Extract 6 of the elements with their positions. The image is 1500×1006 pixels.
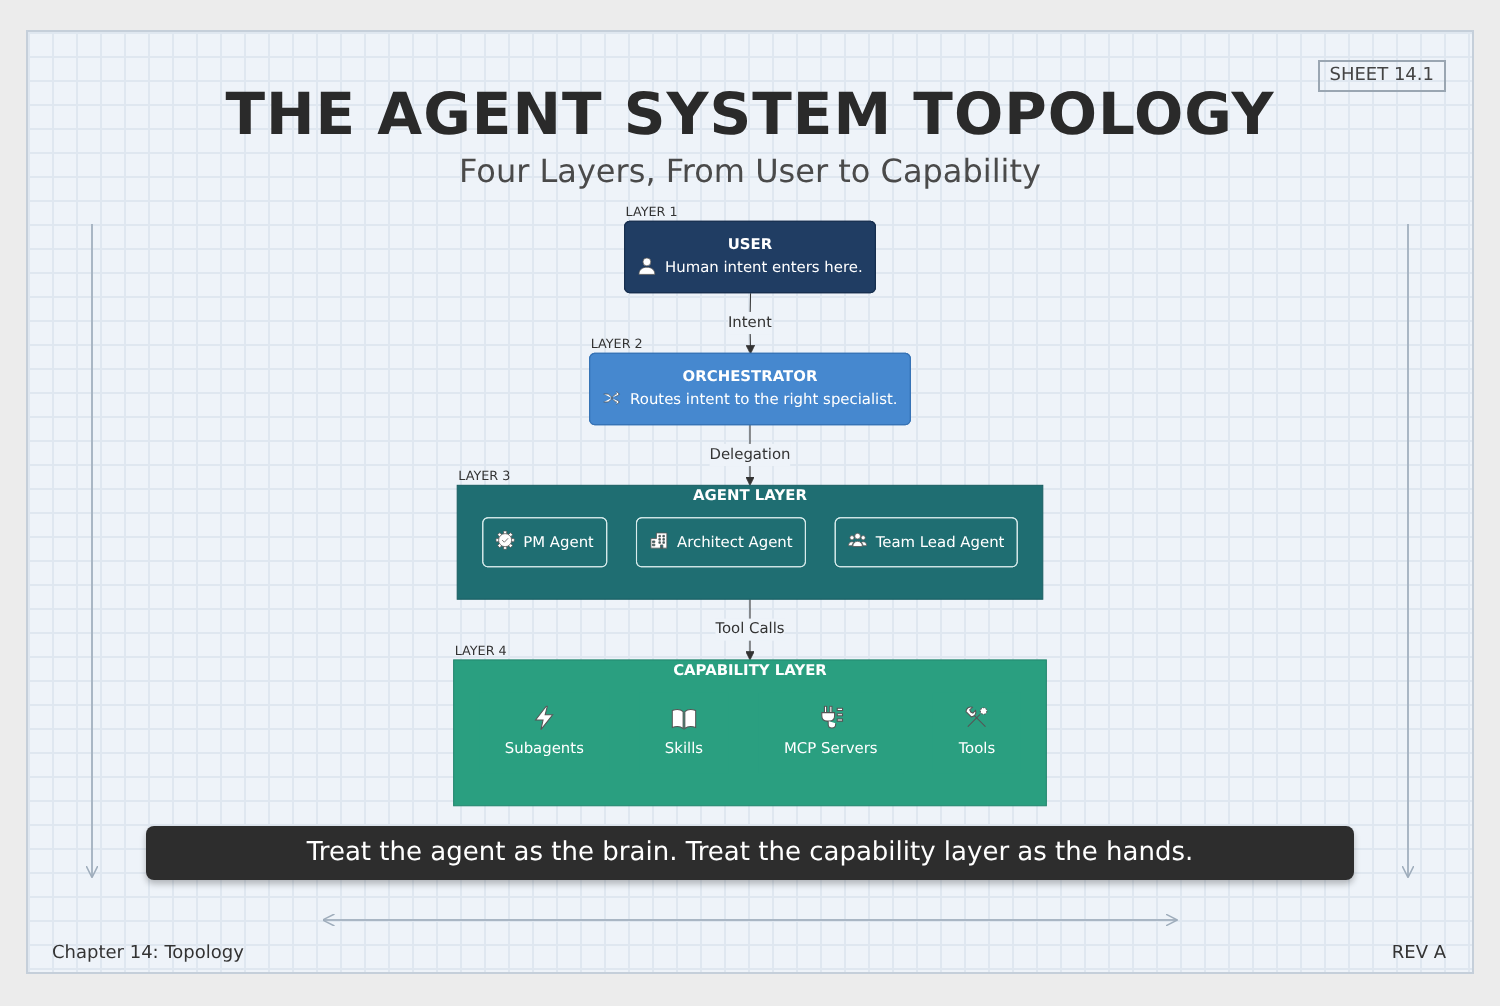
revision-label: REV A bbox=[1391, 944, 1446, 964]
takeaway-banner: Treat the agent as the brain. Treat the capability layer as the hands. bbox=[146, 826, 1354, 880]
chapter-label: Chapter 14: Topology bbox=[52, 944, 244, 964]
subtitle: Four Layers, From User to Capability bbox=[459, 152, 1041, 190]
sheet-number: SHEET 14.1 bbox=[1317, 60, 1446, 92]
diagram-title: THE AGENT SYSTEM TOPOLOGY bbox=[225, 80, 1275, 148]
